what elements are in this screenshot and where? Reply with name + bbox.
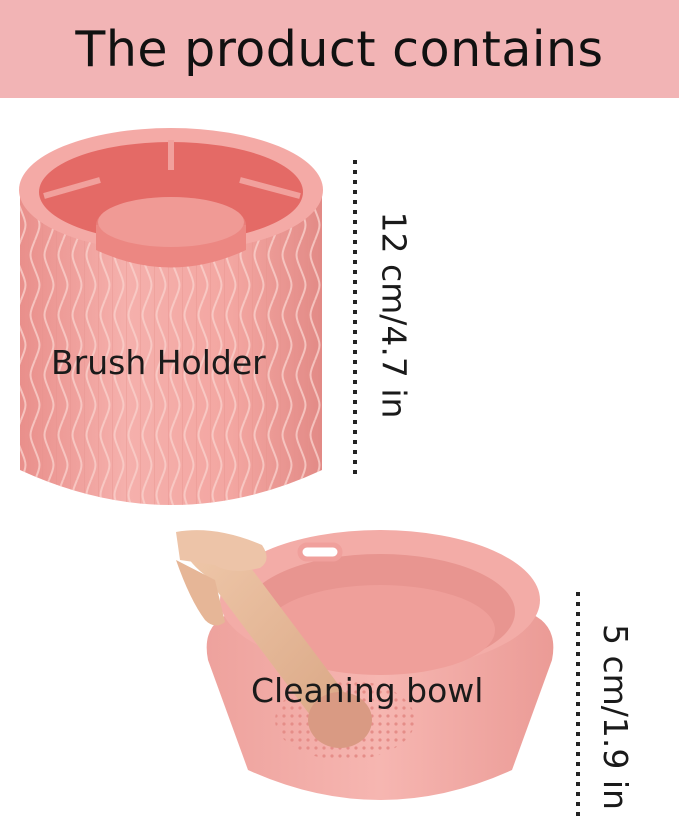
cleaning-bowl (206, 530, 554, 800)
cleaning-bowl-label: Cleaning bowl (251, 671, 484, 710)
title-banner: The product contains (0, 0, 679, 98)
brush-holder-label: Brush Holder (51, 343, 266, 382)
banner-title: The product contains (75, 20, 604, 78)
bowl-dimension-text: 5 cm/1.9 in (596, 624, 635, 810)
brush-holder (19, 128, 323, 505)
holder-dimension-text: 12 cm/4.7 in (374, 211, 414, 419)
makeup-brush (180, 537, 372, 748)
hand (176, 530, 267, 626)
